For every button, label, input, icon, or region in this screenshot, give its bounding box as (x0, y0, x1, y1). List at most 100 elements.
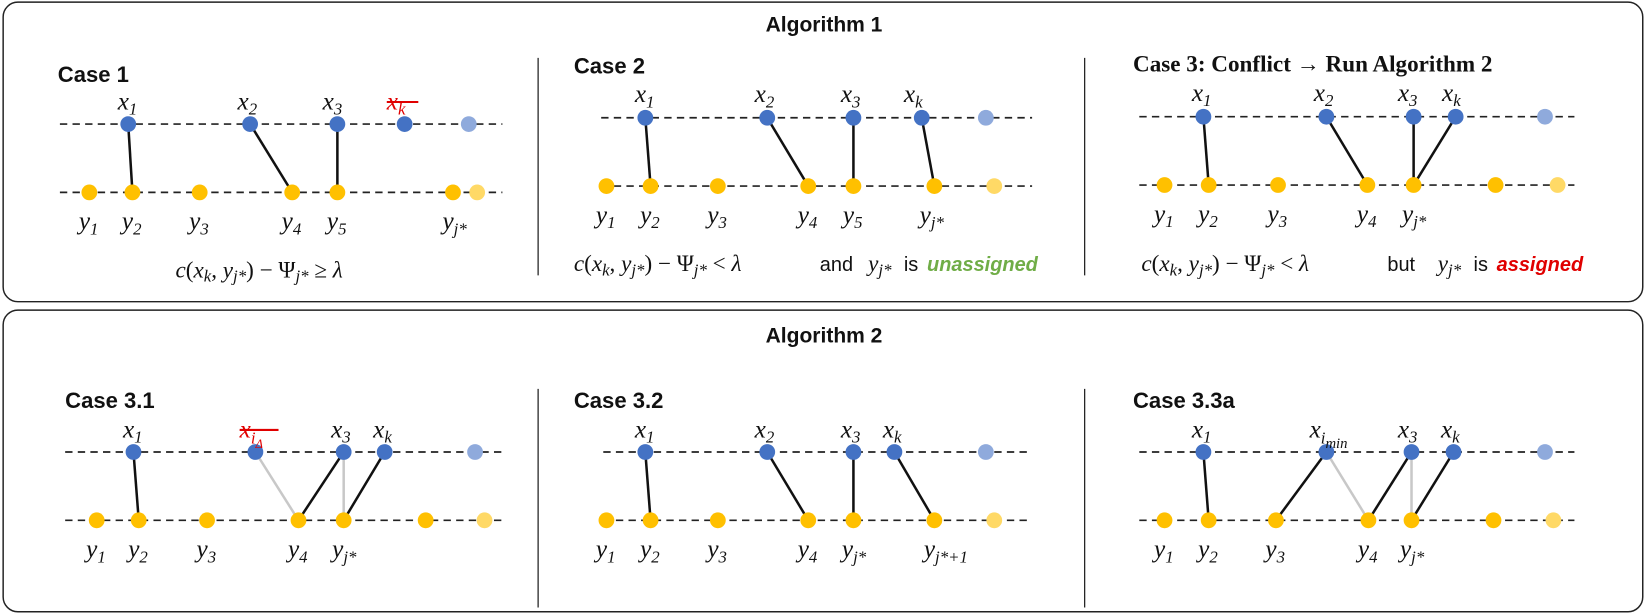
y-node (1268, 512, 1284, 529)
matching-edge (766, 451, 810, 521)
y-label: y2 (637, 202, 660, 232)
matching-edge (644, 451, 652, 521)
status-unassigned: unassigned (927, 254, 1039, 276)
y-node (709, 512, 726, 529)
y-node-faded (986, 512, 1003, 529)
y-node (290, 512, 307, 529)
x-node (637, 109, 654, 126)
x-node (845, 444, 862, 460)
y-node (1485, 512, 1502, 529)
y-node (1359, 177, 1376, 193)
x-node (1445, 444, 1462, 460)
y-label: y4 (795, 536, 818, 566)
matching-edge (766, 117, 810, 187)
x-label: x1 (1191, 416, 1212, 446)
y-label: y5 (324, 208, 347, 238)
y-node-faded (986, 178, 1003, 194)
y-node (335, 512, 352, 529)
y-node (191, 184, 208, 201)
condition-yj: yj* (1436, 251, 1462, 279)
removed-edge (254, 451, 300, 521)
x-node (1403, 444, 1420, 460)
matching-edge (893, 451, 936, 521)
case33a-diagram: Case 3.3a x1 ximin x3 xk y1 (1133, 388, 1575, 566)
x-label: x2 (1313, 80, 1334, 110)
y-label: y4 (279, 208, 302, 238)
matching-edge (1274, 451, 1328, 522)
y-node-faded (476, 512, 493, 529)
condition-and: and (820, 254, 853, 276)
x-label: x1 (634, 81, 655, 111)
y-node (417, 512, 434, 529)
y-node-faded (1545, 512, 1562, 529)
y-node (1156, 512, 1173, 529)
y-label: y2 (1195, 201, 1218, 231)
matching-edge (249, 123, 294, 194)
algorithm2-frame (2, 309, 1644, 613)
x-node (329, 116, 346, 132)
case32-diagram: Case 3.2 x1 x2 x3 xk y1 y2 y3 (574, 388, 1033, 566)
x-label: x2 (754, 81, 775, 111)
condition-yj: yj* (866, 251, 892, 279)
y-node (800, 512, 817, 529)
y-label: y4 (285, 536, 308, 566)
y-label: yj* (329, 536, 357, 566)
x-label: x2 (237, 88, 258, 118)
condition-formula: c(xk, yj*) − Ψj* < λ (1141, 251, 1309, 279)
x-node (376, 444, 393, 460)
y-label: y1 (593, 536, 616, 566)
case32-title: Case 3.2 (574, 388, 664, 413)
y-node (845, 178, 862, 194)
matching-edge (342, 451, 386, 521)
status-assigned: assigned (1497, 254, 1584, 276)
x-node (242, 116, 259, 132)
condition-formula: c(xk, yj*) − Ψj* < λ (574, 251, 742, 279)
condition-is: is (904, 254, 918, 276)
y-node (1405, 177, 1422, 193)
y-label: y3 (186, 208, 209, 238)
case1-title: Case 1 (58, 62, 129, 87)
y-label: y2 (125, 536, 148, 566)
case31-diagram: Case 3.1 x1 xiΔ x3 xk y1 (65, 388, 505, 566)
y-label: yj*+1 (921, 536, 968, 566)
y-label: y5 (840, 202, 863, 232)
y-node (199, 512, 215, 529)
x-node (759, 109, 776, 126)
matching-edge (644, 117, 652, 187)
x-node-faded (1537, 108, 1553, 125)
x-node (1447, 108, 1464, 125)
x-label: x1 (122, 416, 143, 446)
case33a-title: Case 3.3a (1133, 388, 1236, 413)
matching-edge (920, 117, 936, 187)
case3-title: Case 3: Conflict → Run Algorithm 2 (1133, 52, 1492, 78)
matching-edge (132, 451, 140, 521)
case2-diagram: Case 2 x1 x2 x3 xk y1 y2 y3 (574, 54, 1039, 280)
x-node-faded (460, 116, 477, 132)
x-node-faded (467, 444, 483, 460)
x-label: xk (882, 416, 902, 446)
x-label: x2 (754, 416, 775, 446)
y-label: y3 (704, 202, 727, 232)
x-node (913, 109, 930, 126)
y-node (1156, 177, 1173, 193)
x-label: x3 (330, 416, 351, 446)
x-label: xk (1441, 80, 1461, 110)
y-node (124, 184, 141, 201)
x-node (1195, 108, 1212, 125)
case31-title: Case 3.1 (65, 388, 155, 413)
y-node (1360, 512, 1377, 529)
y-label: y3 (1265, 201, 1288, 231)
x-label: x3 (1397, 416, 1418, 446)
y-node (642, 178, 659, 194)
y-node (1200, 177, 1217, 193)
matching-edge (1410, 451, 1455, 521)
removed-edge (1325, 451, 1370, 521)
y-node (1200, 512, 1217, 529)
y-label: y4 (1355, 536, 1378, 566)
y-label: y1 (83, 536, 106, 566)
x-label: ximin (1309, 416, 1348, 452)
x-node (1318, 444, 1335, 460)
x-node (637, 444, 654, 460)
matching-edge (1367, 451, 1413, 521)
y-node (130, 512, 147, 529)
